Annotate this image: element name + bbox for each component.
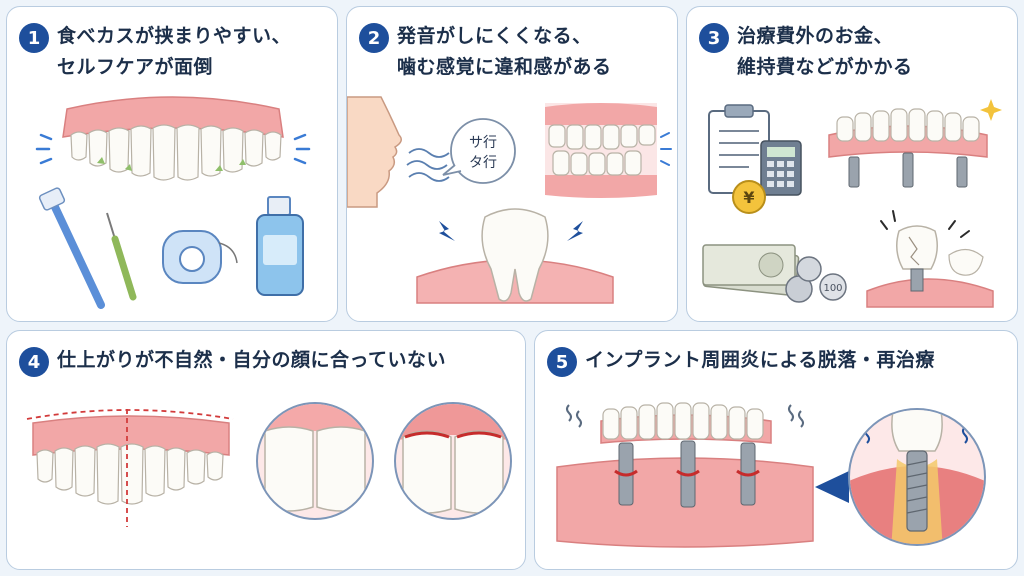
teeth-bite-icon <box>545 103 672 198</box>
panel-4-header: 4 仕上がりが不自然・自分の顔に合っていない <box>19 345 446 377</box>
panel-2-title: 発音がしにくくなる、 噛む感覚に違和感がある <box>397 21 612 83</box>
panel-1: 1 食べカスが挟まりやすい、 セルフケアが面倒 <box>6 6 338 322</box>
natural-tooth-zoom-icon <box>256 402 374 520</box>
panel-2-title-line-1: 発音がしにくくなる、 <box>397 25 592 47</box>
clipboard-icon <box>708 104 770 194</box>
floss-icon <box>162 230 238 284</box>
panel-1-title-line-1: 食べカスが挟まりやすい、 <box>57 25 292 47</box>
panel-1-illustration <box>35 96 311 309</box>
panel-3-title: 治療費外のお金、 維持費などがかかる <box>737 21 913 83</box>
implant-bridge-icon <box>828 99 1002 188</box>
speech-text-sa-gyo: サ行 <box>469 135 497 151</box>
panel-4-title: 仕上がりが不自然・自分の顔に合っていない <box>57 345 446 376</box>
interdental-brush-icon <box>106 212 137 301</box>
panel-5-title-line-1: インプラント周囲炎による脱落・再治療 <box>585 349 935 371</box>
midline-dentures-icon <box>26 409 234 527</box>
peri-implantitis-zoom-icon <box>815 408 986 546</box>
mouthwash-icon <box>256 196 304 296</box>
irritated-gum-zoom-icon <box>394 402 512 520</box>
panel-5-title: インプラント周囲炎による脱落・再治療 <box>585 345 935 376</box>
speaking-face-icon <box>347 96 450 208</box>
panel-5-header: 5 インプラント周囲炎による脱落・再治療 <box>547 345 935 377</box>
panel-3-header: 3 治療費外のお金、 維持費などがかかる <box>699 21 913 83</box>
panel-2: 2 発音がしにくくなる、 噛む感覚に違和感がある サ行 タ行 <box>346 6 678 322</box>
panel-4-illustration <box>26 402 512 527</box>
panel-2-header: 2 発音がしにくくなる、 噛む感覚に違和感がある <box>359 21 612 83</box>
toothbrush-icon <box>38 187 105 309</box>
speech-bubble: サ行 タ行 <box>442 118 516 184</box>
panel-4-title-line-1: 仕上がりが不自然・自分の顔に合っていない <box>57 349 447 371</box>
yen-symbol: ¥ <box>743 188 754 207</box>
coin-100-label: 100 <box>823 283 842 294</box>
broken-tooth-icon <box>866 210 994 308</box>
panel-3-number-badge: 3 <box>699 23 729 53</box>
dentures-icon <box>35 96 311 181</box>
panel-5: 5 インプラント周囲炎による脱落・再治療 <box>534 330 1018 570</box>
panel-3: 3 治療費外のお金、 維持費などがかかる <box>686 6 1018 322</box>
panel-2-number-badge: 2 <box>359 23 389 53</box>
panel-5-illustration <box>556 402 986 548</box>
panel-5-number-badge: 5 <box>547 347 577 377</box>
coins-icon: 100 <box>785 256 847 303</box>
implant-bridge-gum-icon <box>556 402 814 548</box>
panel-3-illustration: ¥ <box>702 99 1002 308</box>
banknotes-icon <box>702 244 800 297</box>
panel-1-number-badge: 1 <box>19 23 49 53</box>
panel-1-header: 1 食べカスが挟まりやすい、 セルフケアが面倒 <box>19 21 291 83</box>
panel-1-title-line-2: セルフケアが面倒 <box>57 56 214 78</box>
calculator-icon <box>760 140 802 196</box>
sensitive-tooth-icon <box>416 208 614 304</box>
panel-2-illustration: サ行 タ行 <box>347 96 672 304</box>
panel-4-number-badge: 4 <box>19 347 49 377</box>
speech-text-ta-gyo: タ行 <box>469 155 497 171</box>
yen-coin-icon: ¥ <box>732 180 766 214</box>
panel-4: 4 仕上がりが不自然・自分の顔に合っていない <box>6 330 526 570</box>
panel-3-title-line-1: 治療費外のお金、 <box>737 25 894 47</box>
panel-2-title-line-2: 噛む感覚に違和感がある <box>397 56 612 78</box>
panel-1-title: 食べカスが挟まりやすい、 セルフケアが面倒 <box>57 21 291 83</box>
panel-3-title-line-2: 維持費などがかかる <box>737 56 913 78</box>
